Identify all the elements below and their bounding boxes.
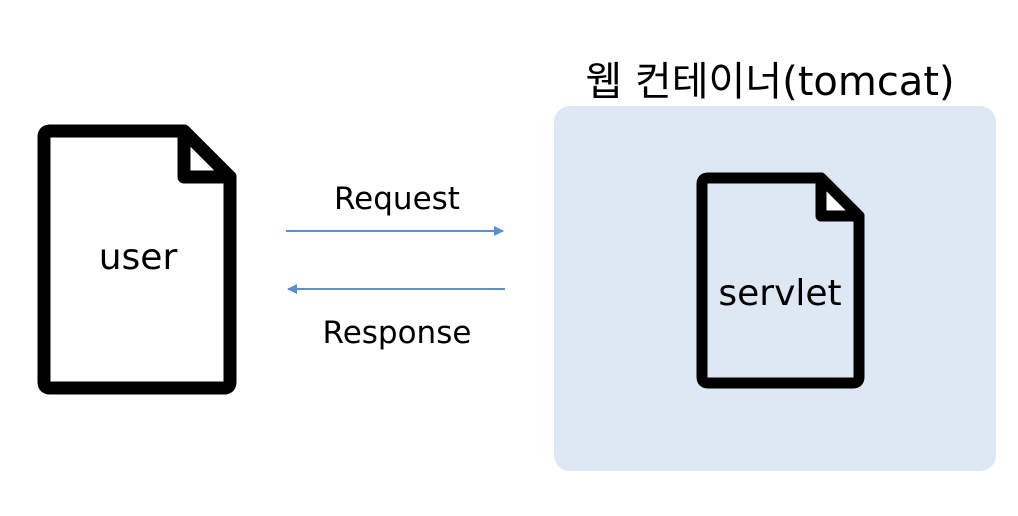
response-label: Response <box>322 315 472 351</box>
web-container-box <box>554 106 996 471</box>
user-label: user <box>98 237 178 278</box>
container-title: 웹 컨테이너(tomcat) <box>585 59 955 105</box>
servlet-document-icon <box>696 172 865 389</box>
servlet-label: servlet <box>718 273 842 314</box>
request-label: Request <box>334 181 460 217</box>
user-document-icon <box>37 124 237 395</box>
